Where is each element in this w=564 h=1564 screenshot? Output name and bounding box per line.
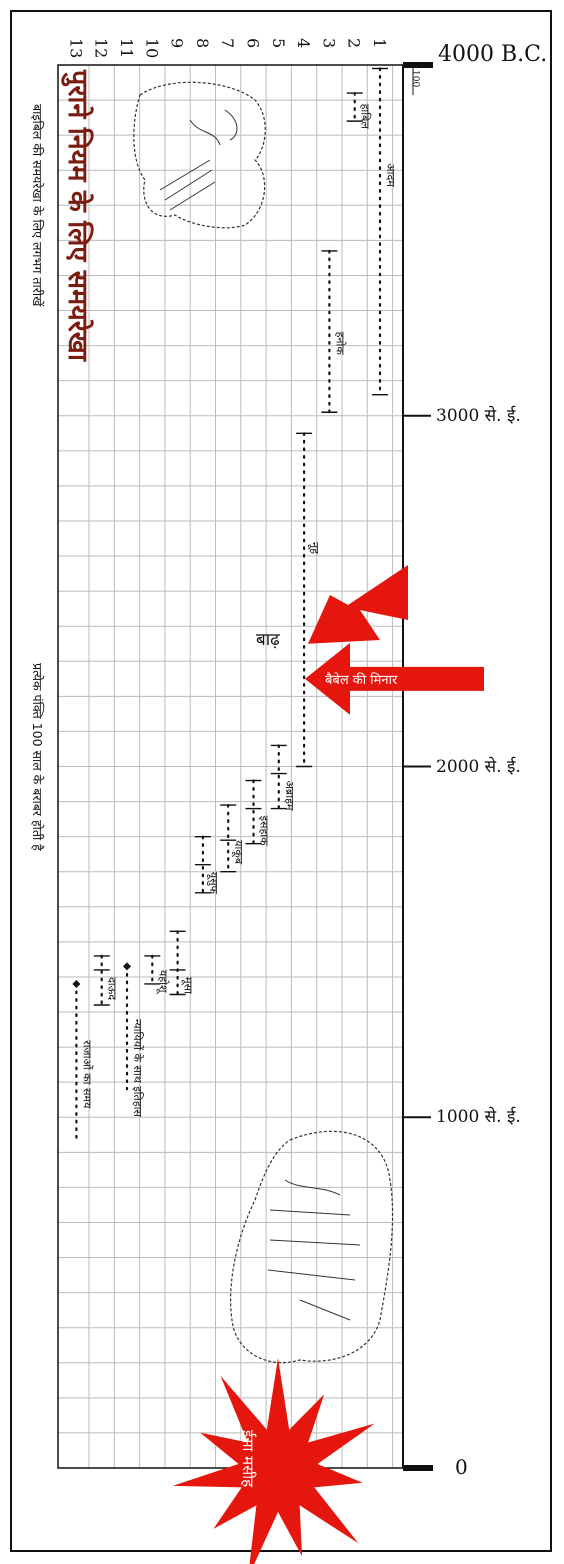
- row-number: 13: [66, 38, 85, 58]
- bar-label-row-13: राजाओं का समय: [80, 1040, 93, 1109]
- axis-tick-4000: [403, 62, 433, 68]
- axis-label-1000: 1000 से. ई.: [436, 1107, 521, 1128]
- illustration-adam-eve-icon: [133, 81, 266, 229]
- chart-title: पुराने नियम के लिए समयरेखा: [62, 70, 93, 361]
- bar-label-row-8: यूसुफ: [206, 872, 220, 895]
- scale-100-label: 100: [410, 70, 420, 88]
- babel-arrow-icon: [305, 642, 484, 715]
- bar-label-row-1: आदम: [384, 163, 397, 187]
- row-number: 7: [218, 38, 237, 48]
- start-diamond-row-11: [123, 962, 131, 971]
- row-number: 4: [294, 38, 313, 48]
- bar-label-row-10: यहोशू: [155, 970, 169, 995]
- row-number: 5: [269, 38, 288, 48]
- bar-label-row-12: दाऊद: [106, 977, 119, 1000]
- bar-label-row-5: अब्राहम: [283, 781, 296, 811]
- start-diamond-row-13: [72, 979, 81, 988]
- bar-label-row-11: न्यायियों के साथ इतिहास: [131, 1019, 144, 1117]
- axis-label-2000: 2000 से. ई.: [436, 756, 521, 777]
- axis-label-0: 0: [455, 1455, 468, 1479]
- illustration-detail: [159, 109, 238, 211]
- bar-label-row-9: मूसा: [181, 977, 195, 994]
- bar-label-row-4: नूह: [307, 542, 321, 554]
- chart-subtitle: बाइबिल की समयरेखा के लिए लगभग तारीखें: [30, 104, 45, 307]
- scale-note: प्रत्येक पंक्ति 100 साल के बराबर होती है: [30, 663, 45, 851]
- flood-label: बाढ़: [256, 629, 280, 650]
- axis-label-3000: 3000 से. ई.: [436, 405, 521, 426]
- christ-starburst-icon: [172, 1358, 375, 1564]
- row-number: 6: [244, 38, 263, 48]
- bar-label-row-6: इसहाक: [258, 816, 271, 847]
- illustration-prophets-icon: [229, 1130, 394, 1364]
- row-number: 11: [117, 38, 136, 58]
- christ-label: ईसा मसीह: [239, 1430, 257, 1488]
- babel-label: बैबेल की मिनार: [325, 672, 398, 688]
- row-number: 12: [92, 38, 111, 58]
- row-number: 3: [319, 38, 338, 48]
- page-frame: [10, 10, 552, 1552]
- axis-tick-0: [403, 1465, 433, 1471]
- flood-lightning-icon: [308, 565, 408, 644]
- row-number: 2: [345, 38, 364, 48]
- bar-label-row-2: हाबिल: [359, 104, 372, 130]
- axis-label-4000: 4000 B.C.: [438, 42, 548, 67]
- row-number: 8: [193, 38, 212, 48]
- bar-label-row-7: याकूब: [231, 840, 245, 865]
- row-number: 1: [370, 38, 389, 48]
- row-number: 10: [142, 38, 161, 58]
- row-number: 9: [168, 38, 187, 48]
- illustration-detail: [267, 1179, 361, 1321]
- bar-label-row-3: हनोक: [333, 332, 346, 356]
